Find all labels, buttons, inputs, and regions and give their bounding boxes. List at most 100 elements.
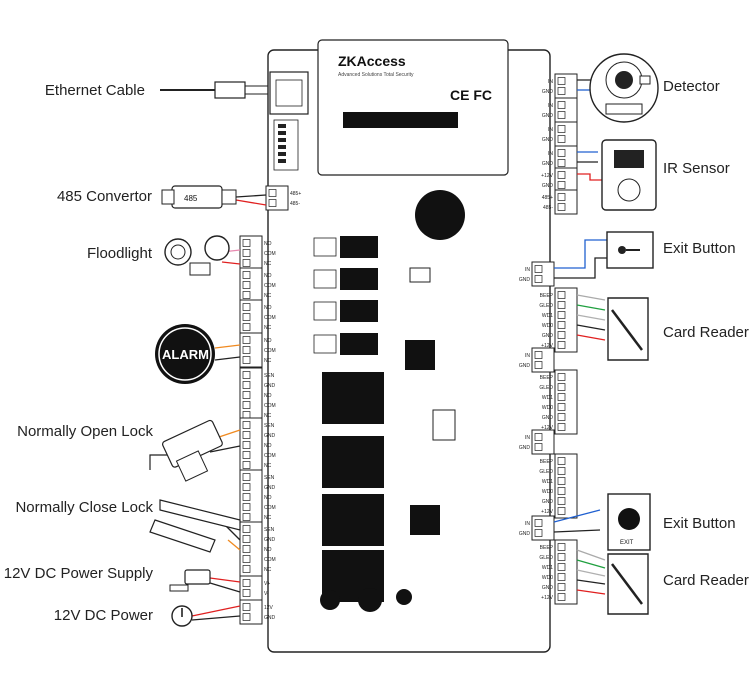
card-reader-bottom-icon <box>607 553 649 615</box>
terminal-label: GND <box>542 499 554 505</box>
terminal-label: BEEP <box>540 293 554 299</box>
left-terminal-column: 485+485-NOCOMNCNOCOMNCNOCOMNCNOCOMNCSENG… <box>239 185 301 625</box>
terminal-label: WD1 <box>542 395 553 401</box>
exit-button-top-label: Exit Button <box>663 240 736 257</box>
ir-sensor-label: IR Sensor <box>663 160 730 177</box>
terminal-label: GLED <box>539 469 553 475</box>
terminal-aux-input-3: IN GND <box>542 121 578 147</box>
alarm-label: ALARM <box>162 347 209 362</box>
normally-close-lock-label: Normally Close Lock <box>15 499 153 516</box>
terminal-label: WD1 <box>542 313 553 319</box>
terminal-label: COM <box>264 403 276 409</box>
terminal-label: 12V <box>264 605 274 611</box>
terminal-label: IN <box>548 151 553 157</box>
terminal-label: SEN <box>264 475 275 481</box>
terminal-label: GND <box>264 615 276 621</box>
terminal-label: COM <box>264 348 276 354</box>
terminal-label: NC <box>264 413 272 419</box>
terminal-label: SEN <box>264 527 275 533</box>
terminal-label: NC <box>264 261 272 267</box>
terminal-label: GLED <box>539 555 553 561</box>
terminal-label: 485- <box>290 201 300 207</box>
terminal-label: IN <box>525 521 530 527</box>
terminal-label: NC <box>264 515 272 521</box>
terminal-exit-power: +12V GND <box>541 167 578 193</box>
terminal-label: NO <box>264 443 272 449</box>
terminal-aux-relay-1: NO COM NC <box>239 235 276 271</box>
terminal-label: BEEP <box>540 545 554 551</box>
terminal-label: IN <box>525 353 530 359</box>
alarm-icon: ALARM <box>155 324 215 384</box>
terminal-label: GND <box>264 383 276 389</box>
terminal-aux-relay-4: NO COM NC <box>239 332 276 368</box>
terminal-label: COM <box>264 315 276 321</box>
terminal-label: GND <box>542 333 554 339</box>
terminal-label: NC <box>264 567 272 573</box>
terminal-label: BEEP <box>540 375 554 381</box>
terminal-label: NC <box>264 325 272 331</box>
terminal-label: WD0 <box>542 405 553 411</box>
terminal-label: SEN <box>264 373 275 379</box>
terminal-label: COM <box>264 453 276 459</box>
capacitor <box>320 590 340 610</box>
dip-switch-block <box>273 119 299 171</box>
dc-power-supply-label: 12V DC Power Supply <box>3 565 153 582</box>
terminal-label: +12V <box>541 173 553 179</box>
terminal-label: GND <box>264 433 276 439</box>
terminal-label: NO <box>264 547 272 553</box>
smoke-detector-icon <box>589 53 659 123</box>
terminal-label: WD1 <box>542 479 553 485</box>
terminal-label: IN <box>548 79 553 85</box>
terminal-label: NO <box>264 338 272 344</box>
buzzer <box>415 190 465 240</box>
convertor-485-label: 485 Convertor <box>56 188 152 205</box>
terminal-label: WD0 <box>542 575 553 581</box>
terminal-label: NO <box>264 273 272 279</box>
terminal-label: GND <box>542 585 554 591</box>
dc-power-label: 12V DC Power <box>53 607 153 624</box>
terminal-label: GLED <box>539 385 553 391</box>
terminal-label: IN <box>548 127 553 133</box>
ir-sensor-icon <box>601 139 657 211</box>
terminal-label: COM <box>264 505 276 511</box>
terminal-button-4: IN GND <box>519 515 555 541</box>
terminal-label: +12V <box>541 343 553 349</box>
terminal-label: IN <box>525 435 530 441</box>
terminal-label: GND <box>519 277 531 283</box>
converter-tag: 485 <box>184 194 198 203</box>
terminal-label: NC <box>264 293 272 299</box>
relay-fuses <box>313 237 337 354</box>
terminal-label: +12V <box>541 425 553 431</box>
floodlight-label: Floodlight <box>86 245 152 262</box>
brand-logo: ZKAccess <box>338 53 406 69</box>
terminal-label: GND <box>542 113 554 119</box>
certification-marks: CE FC <box>450 87 492 103</box>
terminal-label: COM <box>264 251 276 257</box>
exit-button-bottom-icon: EXIT <box>607 493 651 551</box>
terminal-label: NC <box>264 463 272 469</box>
floodlight-icon <box>164 235 230 276</box>
terminal-label: NO <box>264 241 272 247</box>
exit-button-top-icon <box>606 231 654 269</box>
terminal-label: GND <box>542 183 554 189</box>
terminal-label: NO <box>264 393 272 399</box>
card-reader-top-label: Card Reader <box>663 324 749 341</box>
terminal-label: GND <box>519 531 531 537</box>
terminal-label: GND <box>519 445 531 451</box>
terminal-label: 485- <box>543 205 553 211</box>
card-reader-bottom-label: Card Reader <box>663 572 749 589</box>
terminal-485: 485+485- <box>265 185 301 211</box>
terminal-lock-power: V+V- <box>239 575 270 601</box>
terminal-label: NC <box>264 358 272 364</box>
terminal-label: GND <box>542 137 554 143</box>
right-terminal-column: INGNDINGNDINGNDINGND+12VGND485+485-INGND… <box>519 73 578 605</box>
terminal-label: SEN <box>264 423 275 429</box>
brand-subtitle: Advanced Solutions Total Security <box>338 72 414 78</box>
terminal-label: IN <box>525 267 530 273</box>
